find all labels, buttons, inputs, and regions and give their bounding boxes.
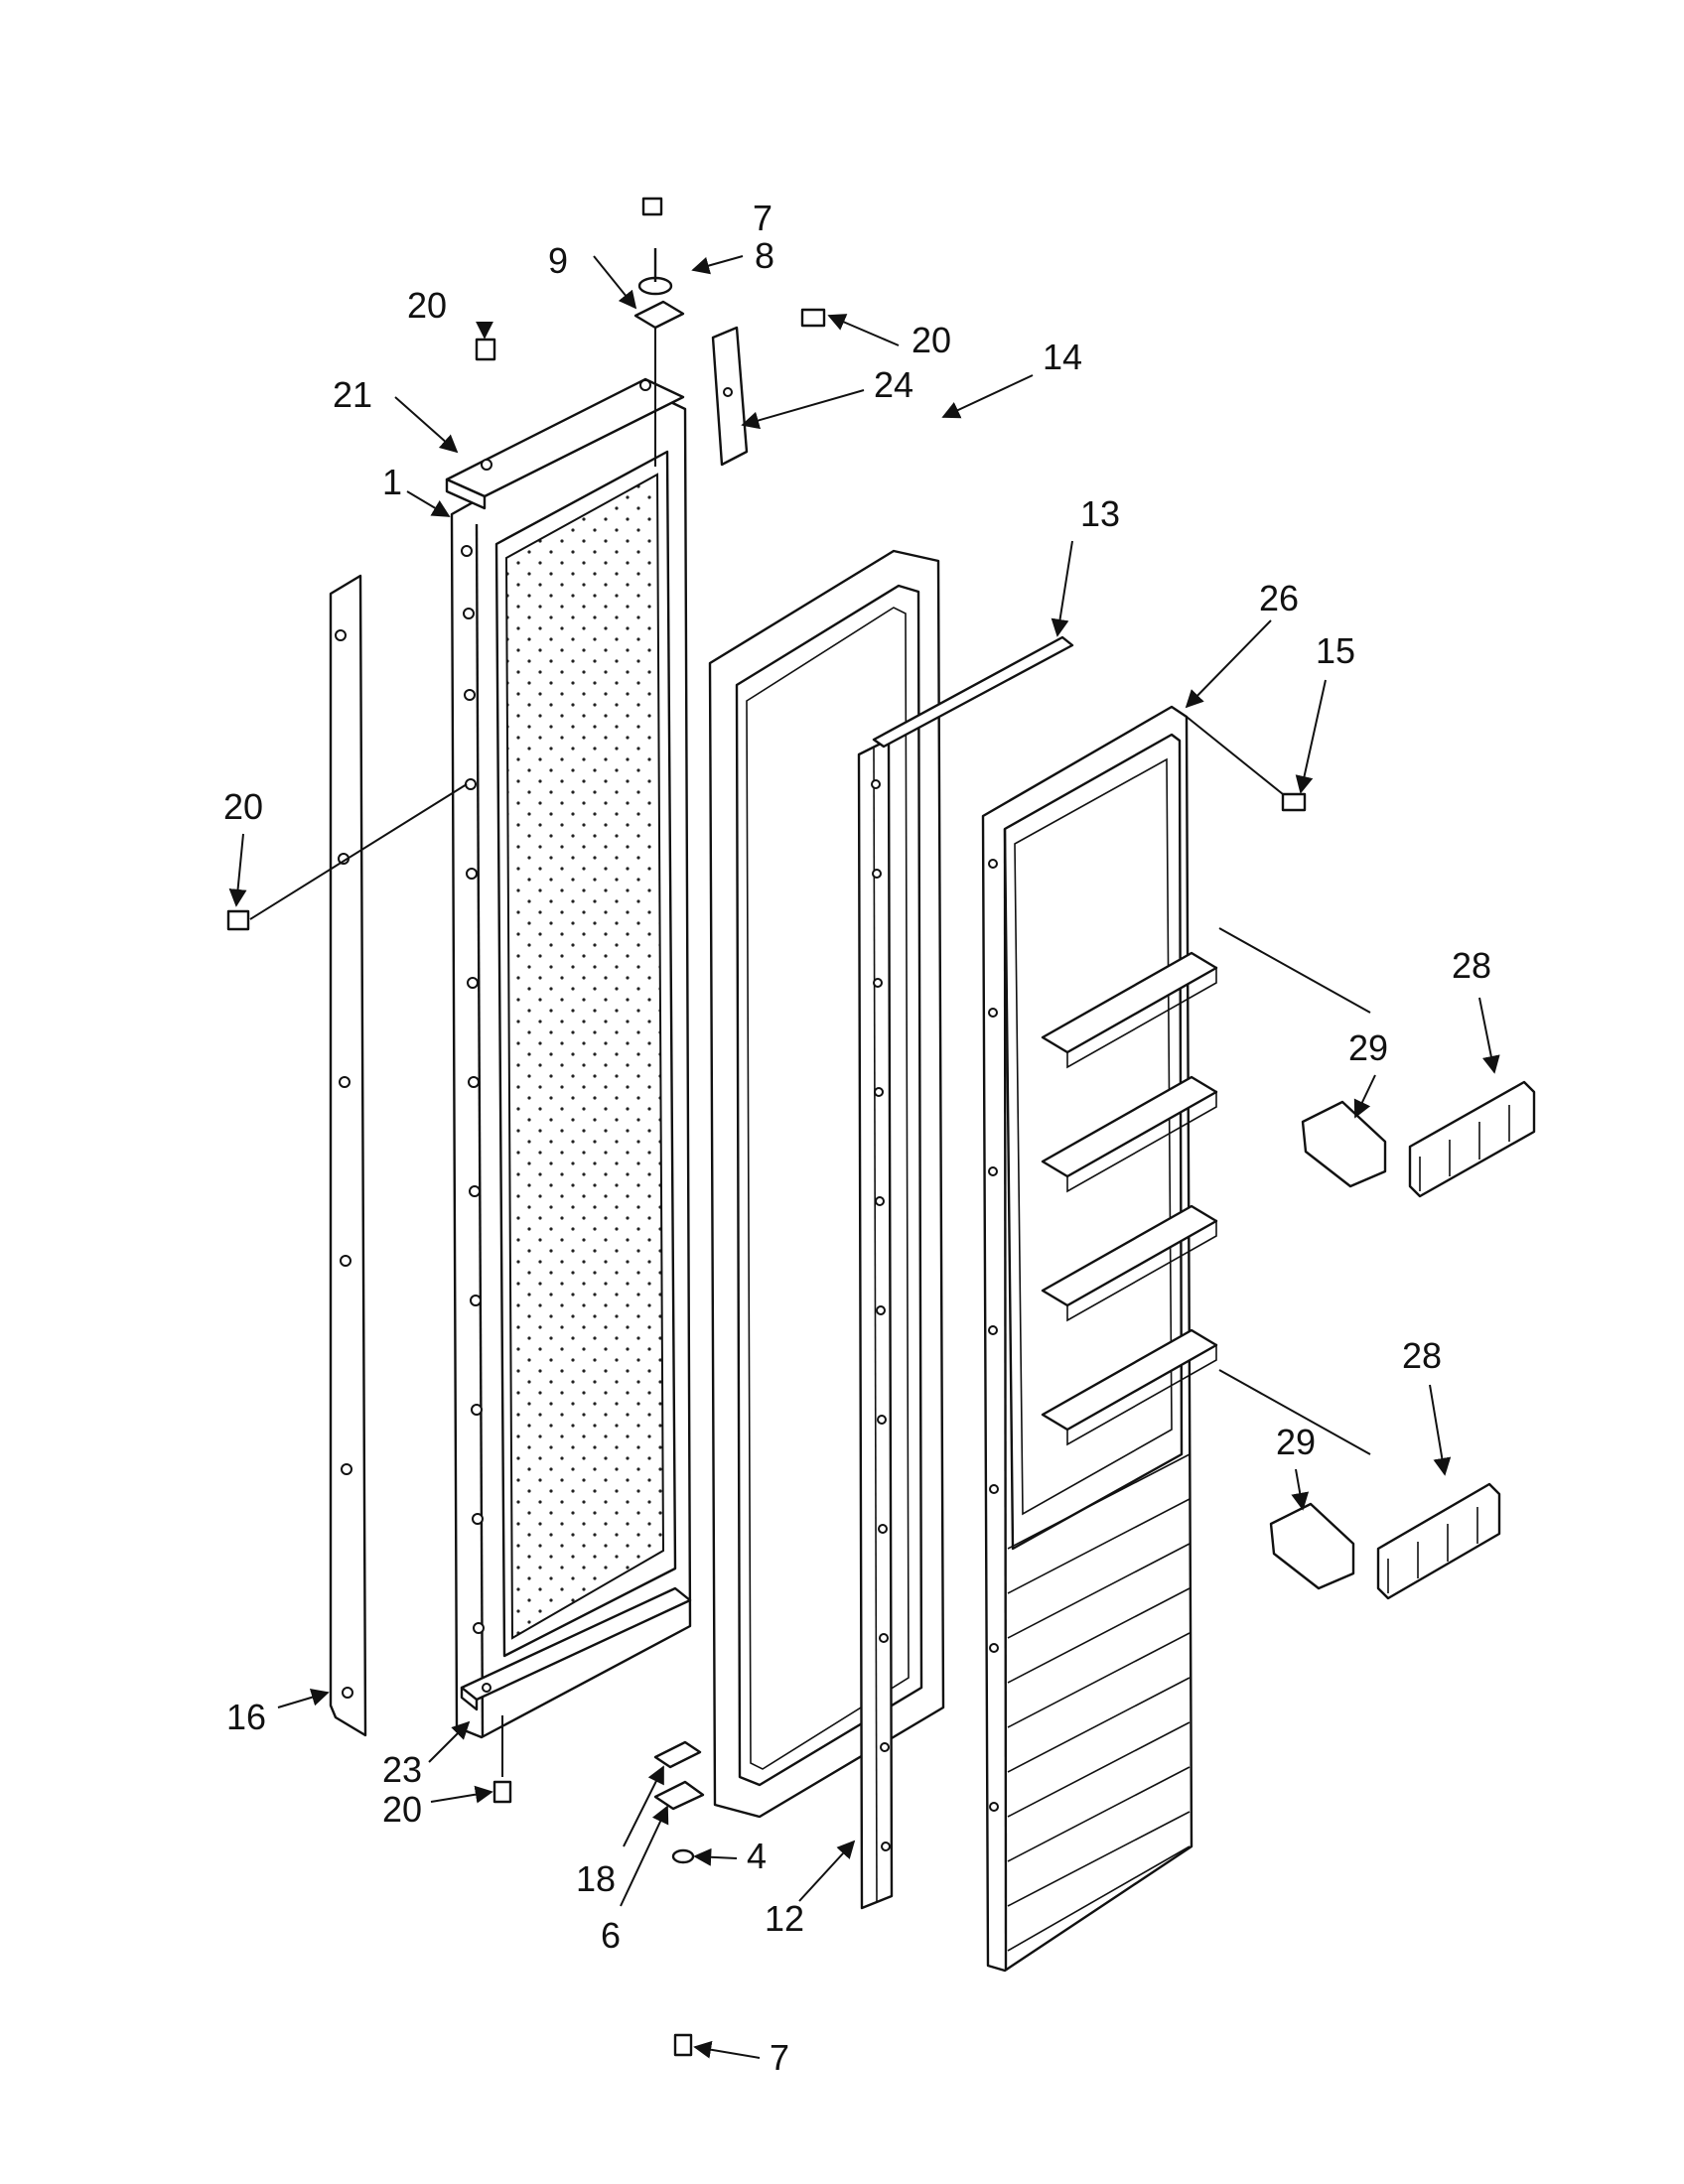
callout-20-bottom: 20 bbox=[382, 1789, 422, 1830]
callout-28-upper: 28 bbox=[1452, 945, 1491, 986]
part-20-screw-left bbox=[226, 909, 250, 931]
part-28-shelf-rack-upper bbox=[1408, 1080, 1536, 1198]
callout-29-upper: 29 bbox=[1348, 1027, 1388, 1068]
liner-shelf-3 bbox=[1041, 1204, 1218, 1322]
callout-12: 12 bbox=[765, 1898, 804, 1939]
callout-26: 26 bbox=[1259, 578, 1299, 618]
part-6-bottom-plate bbox=[653, 1780, 705, 1811]
callout-7-top: 7 bbox=[753, 198, 772, 238]
callout-20-left: 20 bbox=[223, 786, 263, 827]
hinge-hardware-top bbox=[633, 197, 685, 467]
callout-8: 8 bbox=[755, 235, 774, 276]
part-18-bottom-hinge bbox=[653, 1740, 702, 1769]
leader-upper-bin bbox=[1218, 927, 1371, 1014]
part-1-door bbox=[450, 395, 692, 1739]
callout-9: 9 bbox=[548, 240, 568, 281]
part-7-screw-top bbox=[641, 197, 663, 216]
part-14-gasket bbox=[708, 549, 945, 1819]
callout-18: 18 bbox=[576, 1858, 616, 1899]
callout-1: 1 bbox=[382, 462, 402, 502]
callout-20-right: 20 bbox=[912, 320, 951, 360]
callout-20-upper: 20 bbox=[407, 285, 447, 326]
part-4-washer bbox=[671, 1848, 695, 1864]
part-29-shelf-end-upper bbox=[1301, 1100, 1387, 1188]
part-23-bottom-bracket bbox=[460, 1586, 692, 1711]
callout-16: 16 bbox=[226, 1697, 266, 1737]
callout-4: 4 bbox=[747, 1836, 767, 1876]
part-29-shelf-end-lower bbox=[1269, 1502, 1355, 1590]
part-9-hinge-plate bbox=[633, 300, 685, 330]
door-screw-holes bbox=[461, 545, 485, 1634]
callout-7-bottom: 7 bbox=[770, 2037, 789, 2078]
part-21-top-bracket bbox=[445, 377, 685, 510]
part-20-screw-bottom bbox=[492, 1780, 512, 1804]
part-24-strip bbox=[711, 326, 749, 467]
part-20-screw-right bbox=[800, 308, 826, 328]
part-28-shelf-rack-lower bbox=[1376, 1482, 1501, 1600]
callout-29-lower: 29 bbox=[1276, 1422, 1316, 1462]
liner-shelf-4 bbox=[1041, 1328, 1218, 1446]
callout-6: 6 bbox=[601, 1915, 621, 1956]
liner-shelf-2 bbox=[1041, 1075, 1218, 1193]
callout-24: 24 bbox=[874, 364, 913, 405]
leader-lower-bin bbox=[1218, 1369, 1371, 1455]
part-26-door-liner bbox=[981, 705, 1218, 1973]
hinge-hardware-bottom bbox=[492, 1715, 705, 2057]
part-7-screw-bottom bbox=[673, 2033, 693, 2057]
part-15-screw bbox=[1281, 792, 1307, 812]
callout-21: 21 bbox=[333, 374, 372, 415]
liner-ribs bbox=[1007, 1453, 1191, 1952]
callout-28-lower: 28 bbox=[1402, 1335, 1442, 1376]
callout-23: 23 bbox=[382, 1749, 422, 1790]
callout-leaders bbox=[228, 255, 1500, 2059]
callout-14: 14 bbox=[1043, 337, 1082, 377]
callout-13: 13 bbox=[1080, 493, 1120, 534]
part-20-screw-upper bbox=[475, 338, 496, 361]
part-12-trim bbox=[857, 738, 894, 1910]
part-16-side-panel bbox=[329, 574, 367, 1737]
part-13-top-cap bbox=[872, 635, 1074, 749]
callout-labels: 7 8 9 20 20 21 24 1 14 13 26 15 20 28 29… bbox=[223, 198, 1491, 2078]
liner-shelf-1 bbox=[1041, 951, 1218, 1069]
callout-15: 15 bbox=[1316, 630, 1355, 671]
